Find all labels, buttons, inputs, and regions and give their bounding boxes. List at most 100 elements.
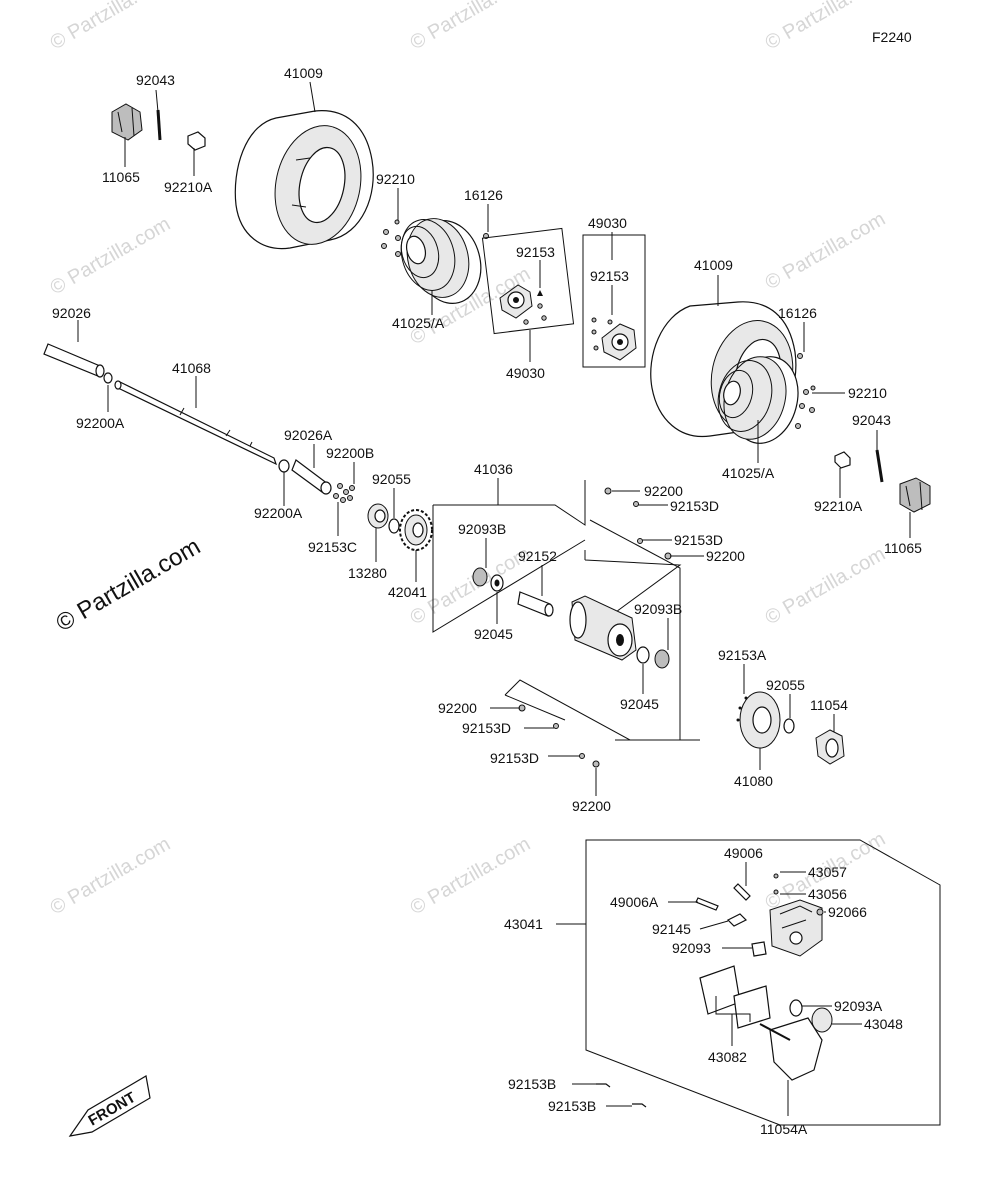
part-label: 92043 (852, 412, 891, 428)
part-label: 92153B (508, 1076, 556, 1092)
part-label: 11054A (760, 1121, 808, 1137)
part-label: 92153A (718, 647, 767, 663)
brake-pad-left (699, 965, 741, 1015)
caliper-assembly-box (585, 839, 941, 1126)
part-label: 92145 (652, 921, 691, 937)
part-label: 49030 (588, 215, 627, 231)
left-valve-cap (111, 103, 143, 141)
part-label: 41009 (284, 65, 323, 81)
part-label: 92093 (672, 940, 711, 956)
part-label: 16126 (464, 187, 503, 203)
part-label: 41009 (694, 257, 733, 273)
watermark: © Partzilla.com (762, 208, 890, 294)
right-hub-kit-box (582, 234, 646, 368)
part-label: 92055 (766, 677, 805, 693)
left-hub (499, 284, 533, 319)
left-wheel-rim (400, 218, 482, 305)
part-label: 43082 (708, 1049, 747, 1065)
part-label: 11065 (884, 540, 922, 556)
right-valve-cap (899, 477, 931, 513)
part-label: 92045 (474, 626, 513, 642)
part-label: 43056 (808, 886, 847, 902)
part-label: 92043 (136, 72, 175, 88)
watermark: © Partzilla.com (407, 833, 535, 919)
part-label: 92153 (590, 268, 629, 284)
part-label: 13280 (348, 565, 387, 581)
part-label: 92200B (326, 445, 374, 461)
part-label: 43041 (504, 916, 543, 932)
part-label: 92210A (164, 179, 213, 195)
washer-left (103, 372, 113, 384)
sprocket-hub (367, 503, 389, 529)
caliper-bracket (769, 1017, 823, 1081)
brake-pad-right (733, 985, 771, 1029)
part-label: 92200A (76, 415, 125, 431)
part-label: 92093B (634, 601, 682, 617)
part-label: 92210 (376, 171, 415, 187)
watermark: © Partzilla.com (762, 543, 890, 629)
part-label: 92153D (670, 498, 719, 514)
watermark: © Partzilla.com (407, 0, 535, 54)
watermark: © Partzilla.com (47, 0, 175, 54)
part-label: 43048 (864, 1016, 903, 1032)
part-label: 92200 (438, 700, 477, 716)
part-label: 41036 (474, 461, 513, 477)
part-drawings (43, 103, 941, 1137)
part-label: 92152 (518, 548, 557, 564)
right-wheel-rim (717, 356, 799, 444)
part-label: 41080 (734, 773, 773, 789)
part-label: 41068 (172, 360, 211, 376)
axle-shaft (114, 380, 278, 466)
bearing-right (636, 646, 650, 664)
part-label: 92210 (848, 385, 887, 401)
brake-caliper (769, 899, 823, 957)
leader-lines (77, 81, 911, 1116)
cotter-pin (596, 1083, 611, 1088)
part-label: 92153D (674, 532, 723, 548)
washer-right (278, 459, 290, 473)
part-label: 92200A (254, 505, 303, 521)
part-label: 92026 (52, 305, 91, 321)
left-hub-kit-box (481, 227, 575, 335)
brake-disc (739, 691, 781, 749)
part-label: 92153B (548, 1098, 596, 1114)
left-lug-nut (187, 131, 206, 151)
part-label: 92153D (462, 720, 511, 736)
part-label: 92210A (814, 498, 863, 514)
bearing-housing-box (432, 480, 700, 741)
watermark: © Partzilla.com (762, 0, 890, 54)
caliper-piston (811, 1007, 833, 1033)
o-ring-left (388, 518, 400, 534)
right-hub (601, 323, 637, 361)
part-label: 92093A (834, 998, 883, 1014)
axle-collar-left (43, 343, 101, 377)
part-label: 11065 (102, 169, 140, 185)
watermark-main: © Partzilla.com (52, 533, 206, 637)
part-label: 92153D (490, 750, 539, 766)
part-label: 16126 (778, 305, 817, 321)
part-label: 92200 (572, 798, 611, 814)
part-label: 92153 (516, 244, 555, 260)
part-label: 43057 (808, 864, 847, 880)
cotter-pin (632, 1103, 647, 1108)
part-label: 92200 (706, 548, 745, 564)
part-label: 92045 (620, 696, 659, 712)
part-label: 41025/A (722, 465, 775, 481)
oil-seal-right (654, 649, 670, 669)
o-ring-right (783, 718, 795, 734)
part-label: 49006A (610, 894, 659, 910)
front-arrow (68, 1075, 151, 1137)
part-labels: 92043 41009 11065 92210A 92210 16126 490… (52, 65, 922, 1137)
part-label: 41025/A (392, 315, 445, 331)
part-label: 92066 (828, 904, 867, 920)
part-label: 92055 (372, 471, 411, 487)
piston-seal (789, 999, 803, 1017)
left-tire (234, 110, 374, 250)
right-lug-nut (834, 451, 851, 469)
oil-seal-left (472, 567, 488, 587)
part-label: 92200 (644, 483, 683, 499)
figure-code: F2240 (872, 29, 912, 45)
watermark: © Partzilla.com (47, 213, 175, 299)
watermark: © Partzilla.com (47, 833, 175, 919)
